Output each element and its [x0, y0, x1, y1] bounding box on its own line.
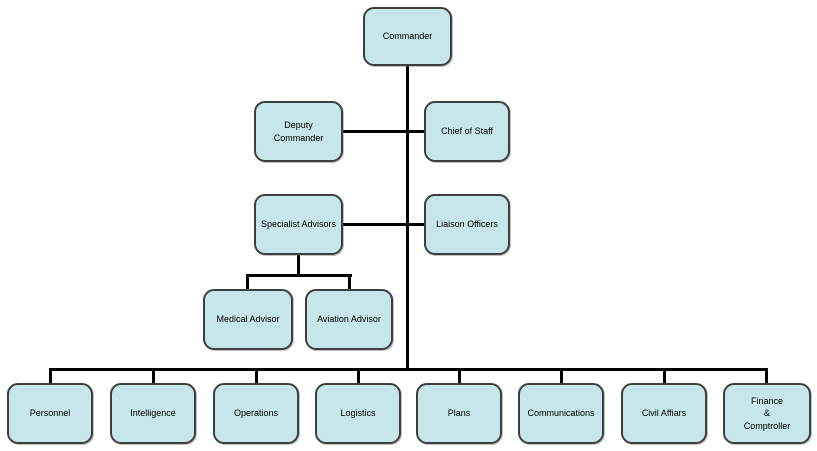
- node-civil-affiars-label: Civil Affiars: [641, 408, 687, 419]
- node-deputy-commander-label: Deputy Commander: [273, 120, 324, 143]
- node-plans-label: Plans: [447, 408, 471, 419]
- node-medical-advisor-label: Medical Advisor: [216, 314, 280, 325]
- node-civil-affiars: Civil Affiars: [621, 383, 707, 444]
- connector-intelligence-stub: [152, 368, 155, 383]
- node-medical-advisor: Medical Advisor: [203, 289, 293, 350]
- node-operations: Operations: [213, 383, 299, 444]
- node-specialist-advisors-label: Specialist Advisors: [260, 219, 337, 230]
- node-aviation-advisor-label: Aviation Advisor: [317, 314, 381, 325]
- node-aviation-advisor: Aviation Advisor: [305, 289, 393, 350]
- node-logistics-label: Logistics: [340, 408, 376, 419]
- node-chief-of-staff: Chief of Staff: [424, 101, 510, 162]
- node-operations-label: Operations: [233, 408, 279, 419]
- node-specialist-advisors: Specialist Advisors: [254, 194, 343, 255]
- node-commander: Commander: [363, 7, 452, 66]
- node-intelligence: Intelligence: [110, 383, 196, 444]
- node-communications: Communications: [518, 383, 604, 444]
- connector-plans-stub: [458, 368, 461, 383]
- connector-civil-affiars-stub: [663, 368, 666, 383]
- connector-level2: [343, 130, 424, 133]
- node-commander-label: Commander: [382, 31, 433, 42]
- node-personnel: Personnel: [7, 383, 93, 444]
- node-chief-of-staff-label: Chief of Staff: [441, 126, 493, 137]
- node-personnel-label: Personnel: [29, 408, 71, 419]
- connector-finance-stub: [765, 368, 768, 383]
- connector-aviation-stub: [348, 274, 351, 289]
- node-communications-label: Communications: [527, 408, 595, 419]
- node-intelligence-label: Intelligence: [130, 408, 176, 419]
- node-plans: Plans: [416, 383, 502, 444]
- node-liaison-officers-label: Liaison Officers: [436, 219, 498, 230]
- connector-bottom-rail: [50, 368, 768, 371]
- connector-logistics-stub: [357, 368, 360, 383]
- node-finance-comptroller-label: Finance & Comptroller: [743, 396, 791, 431]
- connector-operations-stub: [255, 368, 258, 383]
- connector-level3: [343, 223, 424, 226]
- connector-medical-stub: [246, 274, 249, 289]
- node-logistics: Logistics: [315, 383, 401, 444]
- connector-personnel-stub: [49, 368, 52, 383]
- node-liaison-officers: Liaison Officers: [424, 194, 510, 255]
- connector-specialist-stub: [297, 255, 300, 277]
- connector-communications-stub: [560, 368, 563, 383]
- connector-advisor-bracket: [246, 274, 352, 277]
- node-deputy-commander: Deputy Commander: [254, 101, 343, 162]
- node-finance-comptroller: Finance & Comptroller: [723, 383, 811, 444]
- connector-trunk: [406, 66, 409, 371]
